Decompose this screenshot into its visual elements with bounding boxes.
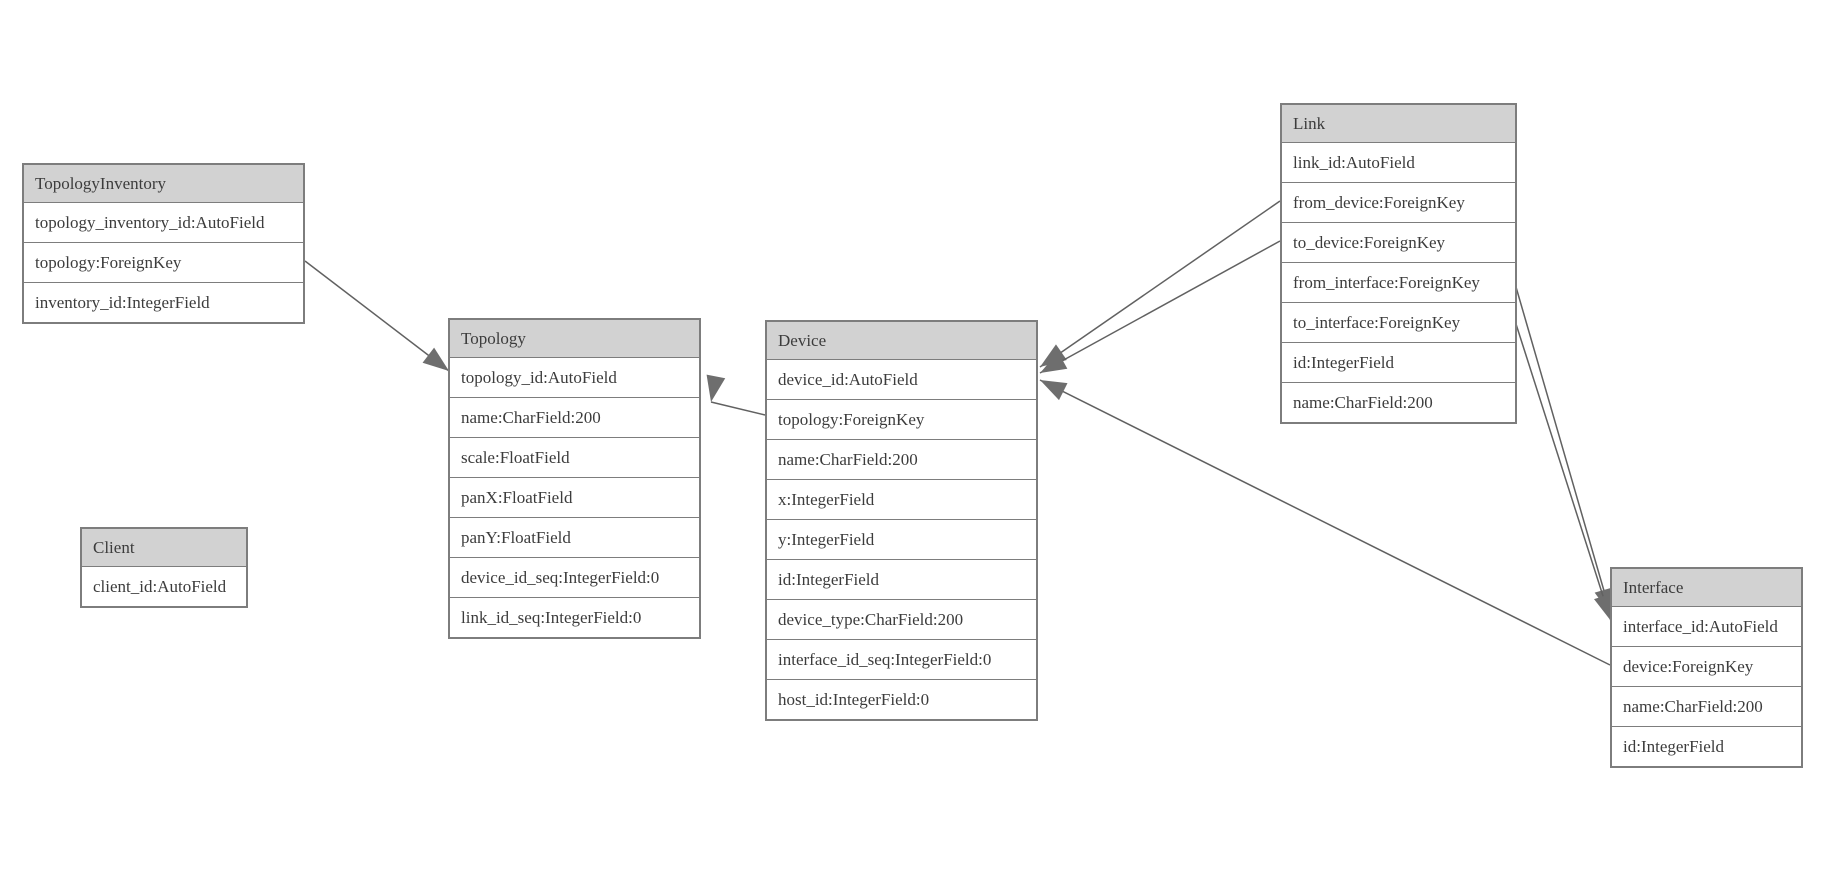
entity-client: Client client_id:AutoField (80, 527, 248, 608)
edge-link-to_device-to-device (1039, 240, 1281, 374)
field-row: id:IntegerField (1282, 343, 1515, 383)
field-row: y:IntegerField (767, 520, 1036, 560)
field-row: from_interface:ForeignKey (1282, 263, 1515, 303)
field-row: topology_id:AutoField (450, 358, 699, 398)
arrowhead-interface-device-to-device (1040, 380, 1068, 401)
field-row: device_type:CharField:200 (767, 600, 1036, 640)
entity-title: Device (767, 322, 1036, 360)
field-row: topology_inventory_id:AutoField (24, 203, 303, 243)
field-row: interface_id:AutoField (1612, 607, 1801, 647)
entity-title: TopologyInventory (24, 165, 303, 203)
field-row: interface_id_seq:IntegerField:0 (767, 640, 1036, 680)
entity-field-list: client_id:AutoField (82, 567, 246, 606)
field-row: name:CharField:200 (1282, 383, 1515, 422)
field-row: id:IntegerField (767, 560, 1036, 600)
field-row: scale:FloatField (450, 438, 699, 478)
field-row: name:CharField:200 (450, 398, 699, 438)
field-row: device:ForeignKey (1612, 647, 1801, 687)
field-row: client_id:AutoField (82, 567, 246, 606)
arrowhead-link-to_interface-to-interface (1594, 593, 1613, 621)
arrowhead-device-topology-to-topology (706, 374, 726, 402)
edge-device-topology-to-topology (710, 401, 766, 416)
field-row: host_id:IntegerField:0 (767, 680, 1036, 719)
edge-topologyinventory-topology-to-topology (304, 260, 450, 372)
field-row: to_interface:ForeignKey (1282, 303, 1515, 343)
field-row: device_id:AutoField (767, 360, 1036, 400)
field-row: link_id_seq:IntegerField:0 (450, 598, 699, 637)
field-row: panY:FloatField (450, 518, 699, 558)
entity-topologyinventory: TopologyInventory topology_inventory_id:… (22, 163, 305, 324)
field-row: inventory_id:IntegerField (24, 283, 303, 322)
arrowhead-topologyinventory-topology-to-topology (422, 347, 449, 371)
entity-title: Topology (450, 320, 699, 358)
field-row: link_id:AutoField (1282, 143, 1515, 183)
field-row: name:CharField:200 (767, 440, 1036, 480)
field-row: from_device:ForeignKey (1282, 183, 1515, 223)
edge-link-from_device-to-device (1039, 200, 1281, 368)
field-row: device_id_seq:IntegerField:0 (450, 558, 699, 598)
field-row: panX:FloatField (450, 478, 699, 518)
field-row: to_device:ForeignKey (1282, 223, 1515, 263)
edge-link-to_interface-to-interface (1515, 323, 1612, 622)
entity-title: Interface (1612, 569, 1801, 607)
field-row: topology:ForeignKey (24, 243, 303, 283)
field-row: x:IntegerField (767, 480, 1036, 520)
arrowhead-link-to_device-to-device (1040, 352, 1068, 373)
entity-title: Link (1282, 105, 1515, 143)
field-row: topology:ForeignKey (767, 400, 1036, 440)
edge-interface-device-to-device (1039, 379, 1611, 666)
entity-title: Client (82, 529, 246, 567)
field-row: id:IntegerField (1612, 727, 1801, 766)
edge-link-from_interface-to-interface (1515, 286, 1612, 616)
field-row: name:CharField:200 (1612, 687, 1801, 727)
